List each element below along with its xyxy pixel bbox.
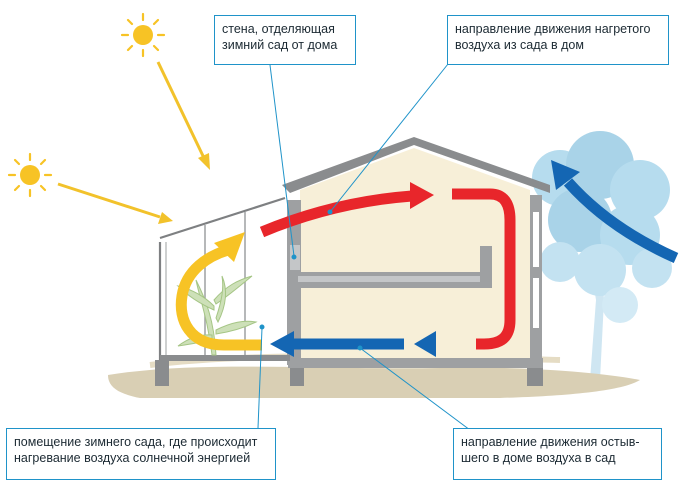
- incoming-air-arrow: [551, 160, 679, 264]
- leader-lines: [257, 63, 471, 431]
- callout-garden-room: помещение зимнего сада, где происходит н…: [6, 428, 276, 480]
- callout-line: зимний сад от дома: [222, 38, 338, 52]
- callout-cool-air: направление движения остыв- шего в доме …: [453, 428, 662, 480]
- callout-warm-air: направление движения нагретого воздуха и…: [447, 15, 669, 65]
- callout-line: стена, отделяющая: [222, 22, 335, 36]
- sun-icon: [7, 152, 53, 198]
- callout-line: шего в доме воздуха в сад: [461, 451, 616, 465]
- callout-line: помещение зимнего сада, где происходит: [14, 435, 258, 449]
- sun-icon: [120, 12, 166, 58]
- callout-separating-wall: стена, отделяющая зимний сад от дома: [214, 15, 356, 65]
- callout-line: направление движения остыв-: [461, 435, 640, 449]
- house-floor: [288, 358, 543, 368]
- sunlight-arrow: [57, 61, 210, 224]
- callout-line: воздуха из сада в дом: [455, 38, 584, 52]
- garden-warming-arrow: [175, 232, 262, 351]
- callout-line: нагревание воздуха солнечной энергией: [14, 451, 251, 465]
- cool-air-arrow: [270, 331, 476, 357]
- house-interior: [300, 148, 530, 358]
- ground: [108, 366, 640, 398]
- warm-air-arrow: [259, 182, 516, 350]
- callout-line: направление движения нагретого: [455, 22, 651, 36]
- tree-icon: [532, 131, 672, 380]
